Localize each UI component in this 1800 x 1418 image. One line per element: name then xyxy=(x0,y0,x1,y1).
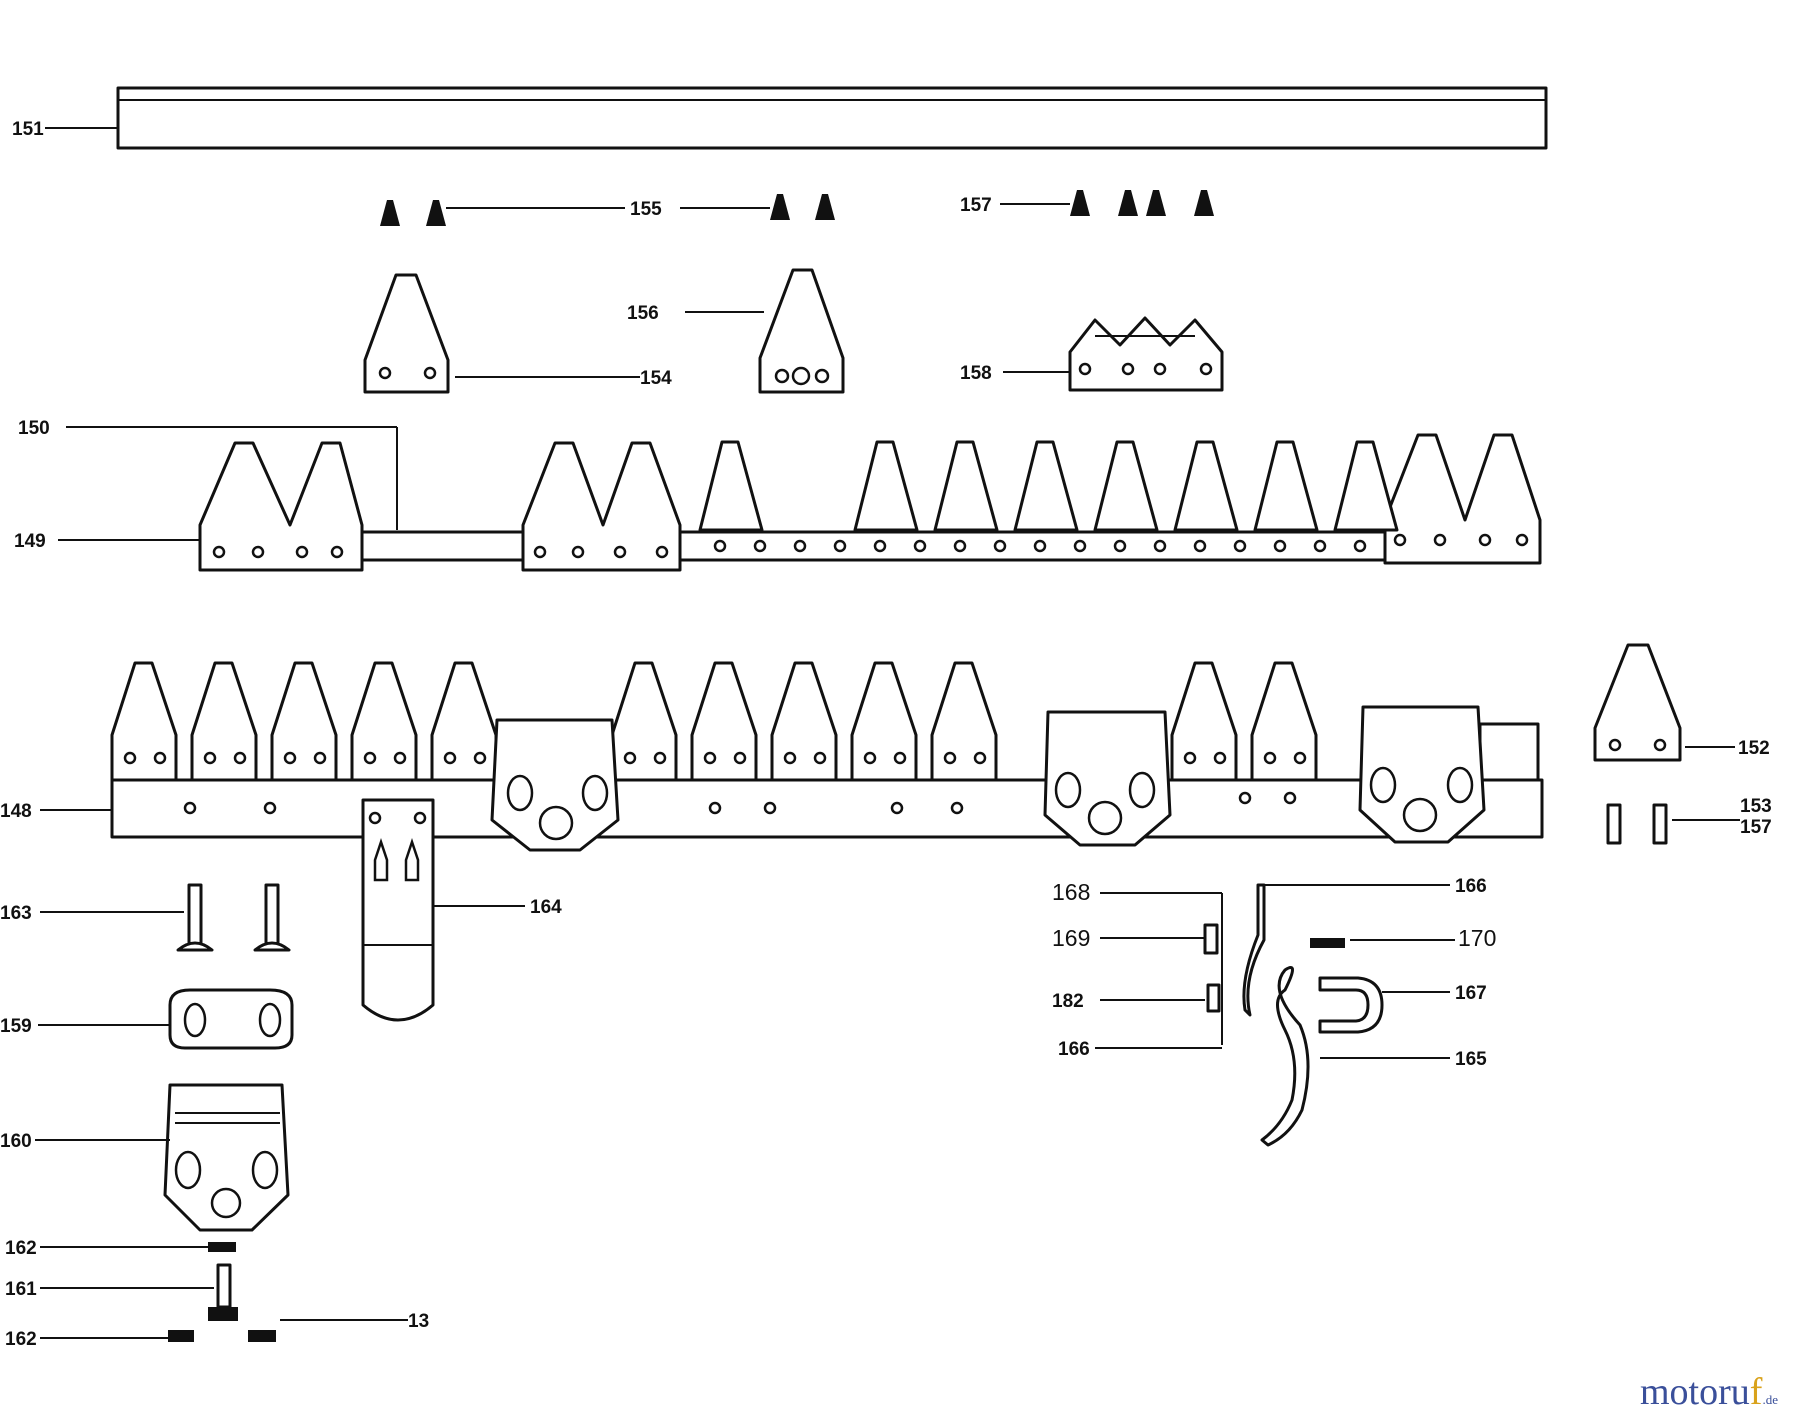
label-164: 164 xyxy=(530,897,562,918)
part-155-rivets xyxy=(380,194,835,226)
part-164-wear-plate xyxy=(361,798,525,1022)
part-159-clip xyxy=(38,988,294,1050)
label-160: 160 xyxy=(0,1131,32,1152)
label-156: 156 xyxy=(627,303,659,324)
label-163: 163 xyxy=(0,903,32,924)
part-165-170-spring-assembly xyxy=(1095,883,1455,1147)
part-160-clamp xyxy=(35,1083,290,1232)
part-153-rivets xyxy=(1606,803,1740,845)
label-166-lower: 166 xyxy=(1058,1039,1090,1060)
label-153: 153 xyxy=(1740,796,1772,817)
label-152-right: 152 xyxy=(1738,738,1770,759)
part-152-section-right xyxy=(1593,643,1735,762)
part-156-section xyxy=(685,268,845,394)
label-149: 149 xyxy=(14,531,46,552)
label-154: 154 xyxy=(640,368,672,389)
brand-accent: f xyxy=(1749,1371,1763,1413)
brand-logo: motoruf.de xyxy=(1640,1370,1778,1414)
label-162-lower: 162 xyxy=(5,1329,37,1350)
part-163-bolts xyxy=(40,883,291,952)
part-161-162-13-hardware xyxy=(40,1242,408,1342)
brand-main: motoru xyxy=(1640,1371,1750,1413)
label-159: 159 xyxy=(0,1016,32,1037)
label-161: 161 xyxy=(5,1279,37,1300)
label-157-right: 157 xyxy=(1740,817,1772,838)
brand-suffix: .de xyxy=(1762,1392,1778,1407)
part-154-section xyxy=(363,273,640,394)
label-182: 182 xyxy=(1052,991,1084,1012)
part-157-rivets xyxy=(1000,190,1214,216)
label-162-upper: 162 xyxy=(5,1238,37,1259)
label-169: 169 xyxy=(1052,925,1090,951)
label-155-top: 155 xyxy=(630,199,662,220)
label-157-top: 157 xyxy=(960,195,992,216)
label-166-upper: 166 xyxy=(1455,876,1487,897)
part-151-bar xyxy=(45,86,1548,150)
part-148-finger-bar xyxy=(40,661,1544,852)
label-150: 150 xyxy=(18,418,50,439)
label-13: 13 xyxy=(408,1311,429,1332)
label-170: 170 xyxy=(1458,925,1496,951)
label-168: 168 xyxy=(1052,879,1090,905)
part-158-double-guard xyxy=(1003,316,1224,392)
label-167: 167 xyxy=(1455,983,1487,1004)
label-148: 148 xyxy=(0,801,32,822)
label-151: 151 xyxy=(12,119,44,140)
label-158: 158 xyxy=(960,363,992,384)
label-165: 165 xyxy=(1455,1049,1487,1070)
part-149-knife-assembly xyxy=(58,433,1542,572)
